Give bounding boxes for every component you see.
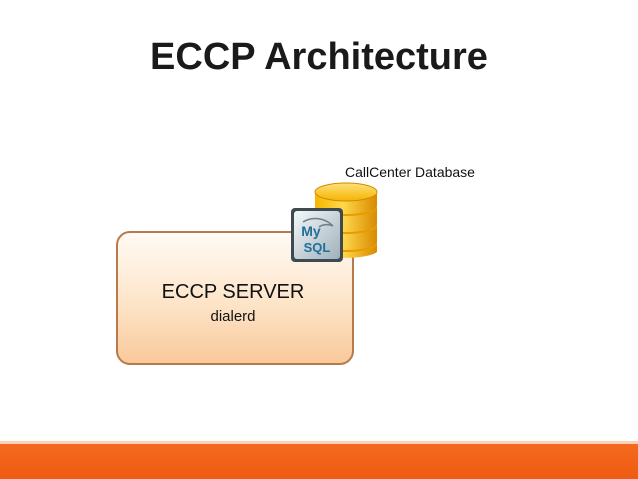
mysql-logo-my: My xyxy=(301,223,321,239)
server-title: ECCP SERVER xyxy=(161,281,305,303)
footer-divider xyxy=(0,441,638,444)
mysql-logo-sql: SQL xyxy=(304,240,331,255)
database-label: CallCenter Database xyxy=(345,164,475,180)
mysql-database-icon: My SQL xyxy=(291,182,378,262)
mysql-logo-icon: My SQL xyxy=(291,208,343,262)
slide-title: ECCP Architecture xyxy=(150,36,488,78)
server-subtitle: dialerd xyxy=(210,308,256,325)
footer-bar xyxy=(0,444,638,479)
